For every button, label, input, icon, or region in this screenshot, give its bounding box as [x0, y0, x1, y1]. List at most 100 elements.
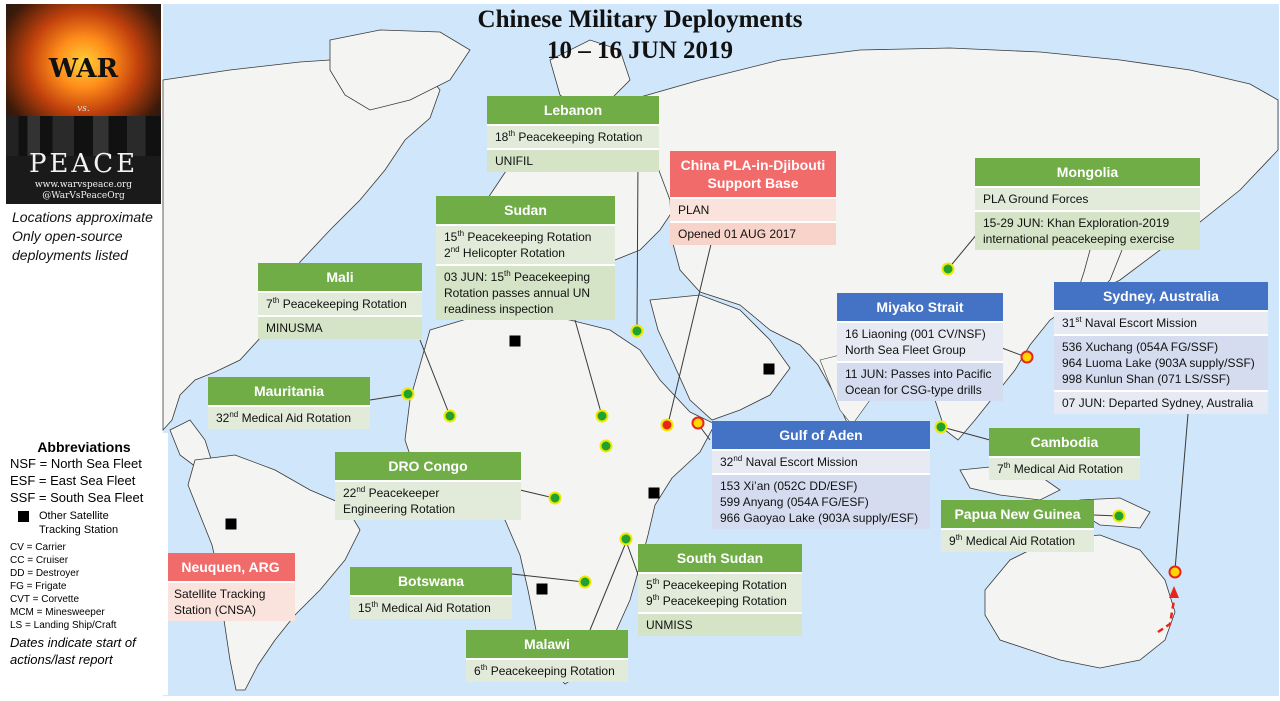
- box-row: 16 Liaoning (001 CV/NSF)North Sea Fleet …: [837, 321, 1003, 361]
- box-malawi: Malawi 6th Peacekeeping Rotation: [466, 630, 628, 682]
- asia-land: [629, 47, 1279, 441]
- box-title: Mauritania: [208, 377, 370, 405]
- leader-mali: [419, 339, 451, 417]
- note-line: Only open-source: [12, 228, 123, 244]
- note-line: Locations approximate: [12, 209, 153, 225]
- title-line-1: Chinese Military Deployments: [477, 6, 803, 33]
- ship-abbr: FG = Frigate: [10, 581, 67, 592]
- box-mongolia: Mongolia PLA Ground Forces 15-29 JUN: Kh…: [975, 158, 1200, 250]
- marker-drc: [548, 491, 562, 505]
- leader-botswana: [511, 573, 585, 583]
- box-row: 32nd Medical Aid Rotation: [208, 405, 370, 429]
- box-papua-new-guinea: Papua New Guinea 9th Medical Aid Rotatio…: [941, 500, 1094, 552]
- box-row: UNIFIL: [487, 148, 659, 172]
- marker-sudan-2: [599, 439, 613, 453]
- satellite-square-icon: [18, 511, 29, 522]
- marker-mauritania: [401, 387, 415, 401]
- leader-sudan: [574, 319, 603, 417]
- box-title: Botswana: [350, 567, 512, 595]
- box-title: Mongolia: [975, 158, 1200, 186]
- abbreviations-panel: Abbreviations NSF = North Sea Fleet ESF …: [0, 433, 168, 695]
- satellite-station-marker: [536, 583, 548, 595]
- leader-lebanon: [636, 157, 639, 331]
- leader-sydney: [1174, 413, 1189, 571]
- logo-urls: www.warvspeace.org @WarVsPeaceOrg: [6, 180, 161, 202]
- fleet-abbr: ESF = East Sea Fleet: [10, 473, 136, 488]
- box-row: Opened 01 AUG 2017: [670, 221, 836, 245]
- route-arrow: [1157, 599, 1176, 634]
- box-lebanon: Lebanon 18th Peacekeeping Rotation UNIFI…: [487, 96, 659, 172]
- abbreviations-title: Abbreviations: [37, 439, 131, 455]
- ship-abbr: LS = Landing Ship/Craft: [10, 620, 117, 631]
- logo-handle: @WarVsPeaceOrg: [42, 191, 125, 201]
- satellite-station-marker: [509, 335, 521, 347]
- box-row: 31st Naval Escort Mission: [1054, 310, 1268, 334]
- map-title: Chinese Military Deployments 10 – 16 JUN…: [170, 4, 1110, 66]
- box-row: 32nd Naval Escort Mission: [712, 449, 930, 473]
- box-sydney: Sydney, Australia 31st Naval Escort Miss…: [1054, 282, 1268, 414]
- marker-mali: [443, 409, 457, 423]
- greenland-land: [329, 29, 471, 111]
- box-mauritania: Mauritania 32nd Medical Aid Rotation: [208, 377, 370, 429]
- box-row: 153 Xi’an (052C DD/ESF)599 Anyang (054A …: [712, 473, 930, 529]
- leader-drc: [519, 489, 555, 499]
- route-arrowhead: [1169, 586, 1179, 598]
- box-row: 15th Medical Aid Rotation: [350, 595, 512, 619]
- arabia-land: [649, 294, 791, 421]
- leader-cambodia: [941, 426, 991, 441]
- box-cambodia: Cambodia 7th Medical Aid Rotation: [989, 428, 1140, 480]
- marker-sydney: [1168, 565, 1182, 579]
- marker-gulf-of-aden: [691, 416, 705, 430]
- box-miyako-strait: Miyako Strait 16 Liaoning (001 CV/NSF)No…: [837, 293, 1003, 401]
- ship-abbr: DD = Destroyer: [10, 568, 80, 579]
- box-row: UNMISS: [638, 612, 802, 636]
- box-row: 536 Xuchang (054A FG/SSF)964 Luoma Lake …: [1054, 334, 1268, 390]
- box-row: 18th Peacekeeping Rotation: [487, 124, 659, 148]
- box-row: 5th Peacekeeping Rotation 9th Peacekeepi…: [638, 572, 802, 612]
- box-row: 9th Medical Aid Rotation: [941, 528, 1094, 552]
- box-botswana: Botswana 15th Medical Aid Rotation: [350, 567, 512, 619]
- box-title: Mali: [258, 263, 422, 291]
- ship-abbr: CV = Carrier: [10, 542, 66, 553]
- satellite-station-marker: [648, 487, 660, 499]
- box-title: Gulf of Aden: [712, 421, 930, 449]
- box-south-sudan: South Sudan 5th Peacekeeping Rotation 9t…: [638, 544, 802, 636]
- marker-djibouti-base: [660, 418, 674, 432]
- box-row: 7th Peacekeeping Rotation: [258, 291, 422, 315]
- box-row: PLAN: [670, 197, 836, 221]
- marker-sudan: [595, 409, 609, 423]
- box-gulf-of-aden: Gulf of Aden 32nd Naval Escort Mission 1…: [712, 421, 930, 529]
- logo-vs: vs.: [77, 104, 90, 114]
- box-title: Papua New Guinea: [941, 500, 1094, 528]
- box-row: 07 JUN: Departed Sydney, Australia: [1054, 390, 1268, 414]
- box-title: Lebanon: [487, 96, 659, 124]
- title-line-2: 10 – 16 JUN 2019: [546, 37, 734, 64]
- box-row: 03 JUN: 15th Peacekeeping Rotation passe…: [436, 264, 615, 320]
- logo-peace: PEACE: [28, 149, 139, 179]
- leader-malawi: [589, 539, 628, 631]
- marker-lebanon: [630, 324, 644, 338]
- leader-djibouti: [667, 239, 713, 425]
- fleet-abbr: NSF = North Sea Fleet: [10, 456, 142, 471]
- marker-mongolia: [941, 262, 955, 276]
- marker-cambodia: [934, 420, 948, 434]
- skyline-graphic: [6, 116, 161, 156]
- marker-botswana: [578, 575, 592, 589]
- box-title: DRO Congo: [335, 452, 521, 480]
- box-row: 6th Peacekeeping Rotation: [466, 658, 628, 682]
- box-title: South Sudan: [638, 544, 802, 572]
- ship-abbr: CC = Cruiser: [10, 555, 69, 566]
- box-row: PLA Ground Forces: [975, 186, 1200, 210]
- ship-abbr: MCM = Minesweeper: [10, 607, 105, 618]
- box-title: Sydney, Australia: [1054, 282, 1268, 310]
- location-note: Locations approximate Only open-source d…: [12, 208, 153, 265]
